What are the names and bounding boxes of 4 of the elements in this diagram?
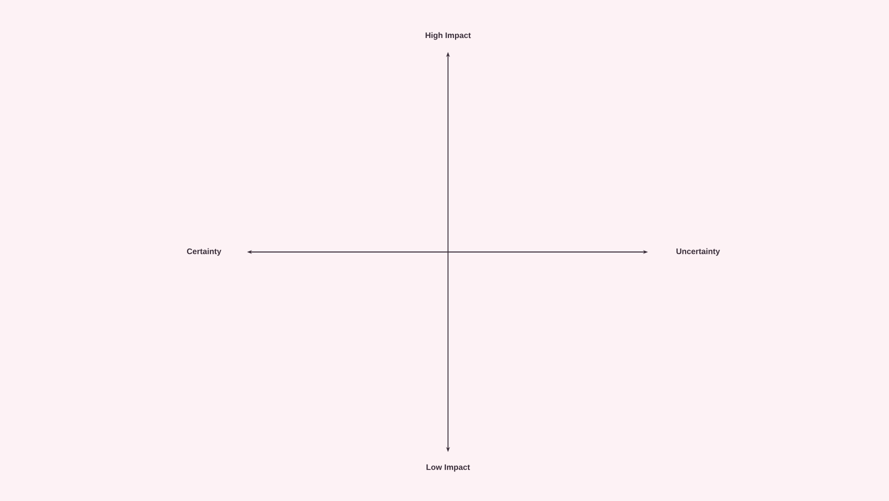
axis-label: High Impact: [426, 32, 471, 40]
axis-label: Low Impact: [426, 464, 470, 472]
axis-label: Uncertainty: [676, 248, 720, 256]
axis-label: Certainty: [187, 248, 222, 256]
